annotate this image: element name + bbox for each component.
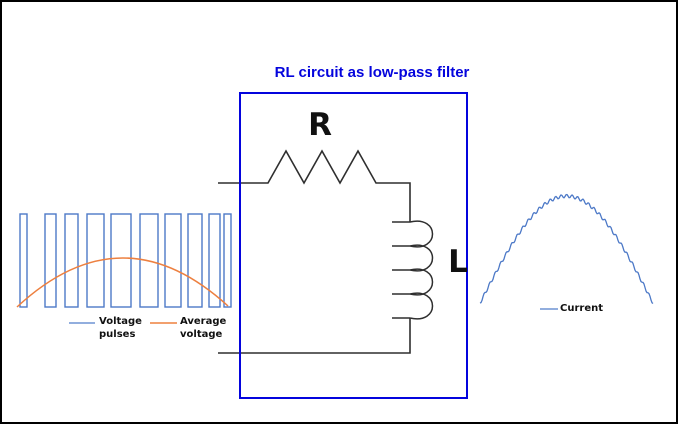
voltage-pulses-legend-label: Voltage pulses xyxy=(99,316,142,340)
average-voltage-legend-swatch xyxy=(150,322,177,324)
voltage-pulse xyxy=(139,213,159,308)
voltage-pulse xyxy=(187,213,203,308)
voltage-pulse xyxy=(208,213,221,308)
bottom-wire xyxy=(218,318,411,354)
inductor-label: L xyxy=(448,244,468,280)
voltage-pulse xyxy=(110,213,132,308)
current-legend-label: Current xyxy=(560,303,604,314)
average-voltage-legend-label: Average voltage xyxy=(180,316,227,340)
average-voltage-curve xyxy=(16,257,229,308)
diagram-title: RL circuit as low-pass filter xyxy=(274,64,470,81)
voltage-pulse xyxy=(86,213,105,308)
resistor-symbol xyxy=(218,149,411,222)
circuit-box xyxy=(239,92,468,399)
voltage-pulse xyxy=(44,213,57,308)
current-legend-swatch xyxy=(540,308,558,310)
voltage-pulse xyxy=(19,213,28,308)
current-curve xyxy=(479,193,654,305)
voltage-pulse xyxy=(164,213,182,308)
voltage-pulse xyxy=(64,213,79,308)
resistor-label: R xyxy=(308,107,332,143)
voltage-pulses-legend-swatch xyxy=(69,322,95,324)
voltage-pulse xyxy=(223,213,232,308)
inductor-symbol xyxy=(392,220,434,320)
